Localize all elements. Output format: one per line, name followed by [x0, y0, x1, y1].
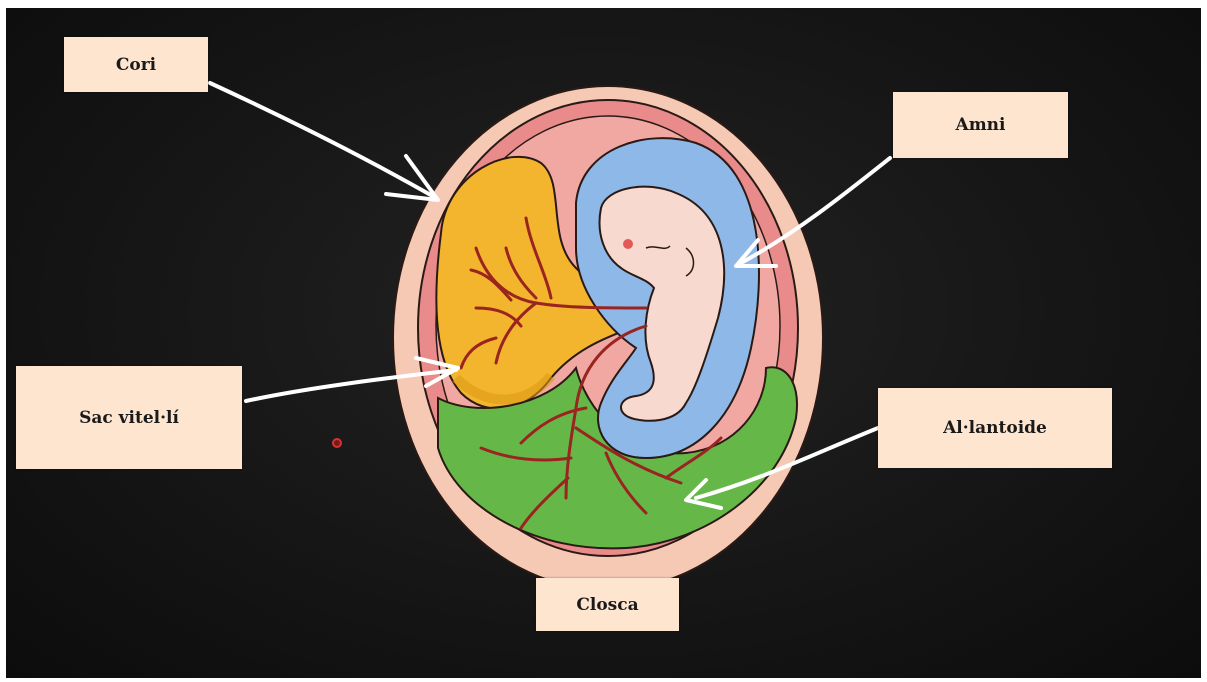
label-yolk-sac: Sac vitel·lí [16, 366, 242, 469]
label-allantois: Al·lantoide [878, 388, 1112, 468]
pointer-dot [332, 438, 342, 448]
label-amnion: Amni [893, 92, 1068, 158]
label-chorion: Cori [64, 37, 208, 92]
label-shell: Closca [536, 578, 679, 631]
arrow-chorion [210, 83, 438, 200]
chalkboard-background: Cori Amni Sac vitel·lí Al·lantoide Closc… [6, 8, 1201, 678]
